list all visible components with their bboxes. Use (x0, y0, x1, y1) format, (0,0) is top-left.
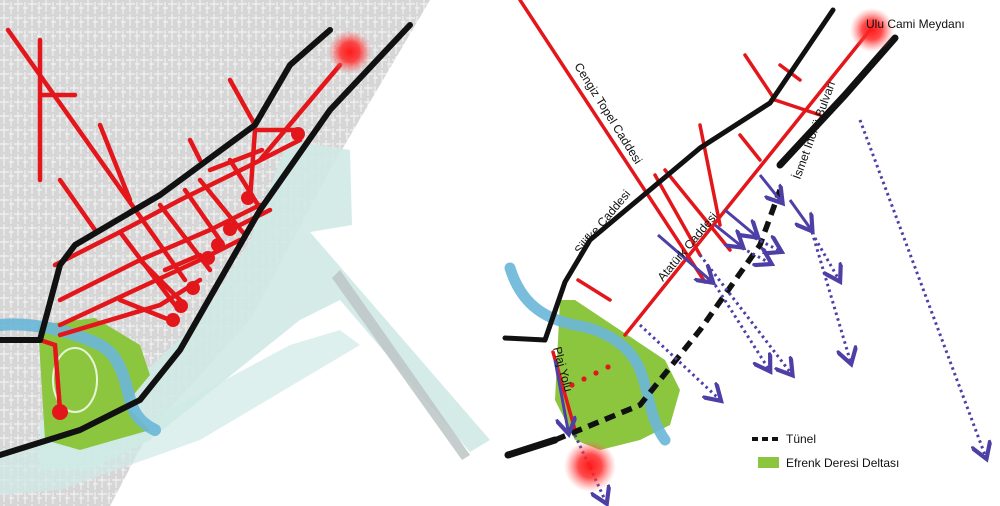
legend: Tünel Efrenk Deresi Deltası (752, 432, 899, 470)
right-map: Ulu Cami Meydanı Cengiz Topel Caddesi İs… (500, 0, 1000, 506)
sea-arrow (698, 254, 790, 372)
right-glow-plaj (564, 440, 616, 492)
sea-arrow (553, 359, 568, 430)
sea-arrow (810, 231, 850, 360)
left-node (201, 251, 215, 265)
coastal-road-end (504, 436, 559, 459)
sea-arrow (813, 237, 838, 278)
cengiz-topel-axis (518, 0, 707, 284)
left-node (223, 222, 237, 236)
left-coast-band (0, 330, 360, 495)
tunnel-line (553, 189, 783, 443)
sea-arrow (788, 199, 810, 228)
left-node (52, 404, 68, 420)
left-node (166, 313, 180, 327)
left-map (0, 0, 492, 506)
left-node (186, 281, 200, 295)
left-inner-road (0, 27, 333, 343)
left-street-network (5, 27, 343, 413)
right-red-dots (569, 364, 611, 388)
legend-delta-swatch (758, 457, 779, 468)
right-glow-ulu-cami (850, 8, 894, 52)
left-node (241, 191, 255, 205)
ismet-inonu-road (776, 34, 899, 169)
left-stadium (52, 347, 98, 413)
sea-arrow (754, 238, 778, 250)
silifke-road (502, 7, 836, 343)
right-river (504, 262, 671, 446)
left-node (211, 238, 225, 252)
right-main-roads (502, 7, 899, 459)
sea-arrow (724, 208, 755, 235)
left-nodes (52, 127, 305, 420)
label-ulu-cami: Ulu Cami Meydanı (866, 17, 965, 31)
left-node (174, 299, 188, 313)
left-main-roads (0, 22, 413, 458)
sea-arrow (657, 233, 710, 280)
right-sea-arrows (553, 119, 985, 500)
left-breakwater (332, 270, 470, 460)
legend-delta-label: Efrenk Deresi Deltası (786, 456, 899, 470)
sea-arrow (741, 246, 768, 262)
sea-arrow (714, 223, 740, 245)
left-coastal-road (0, 22, 413, 458)
ataturk-axis (623, 28, 872, 337)
legend-tunnel-label: Tünel (786, 432, 816, 446)
left-node (291, 127, 305, 141)
sea-arrow (758, 174, 780, 200)
left-glow-square (328, 30, 372, 74)
